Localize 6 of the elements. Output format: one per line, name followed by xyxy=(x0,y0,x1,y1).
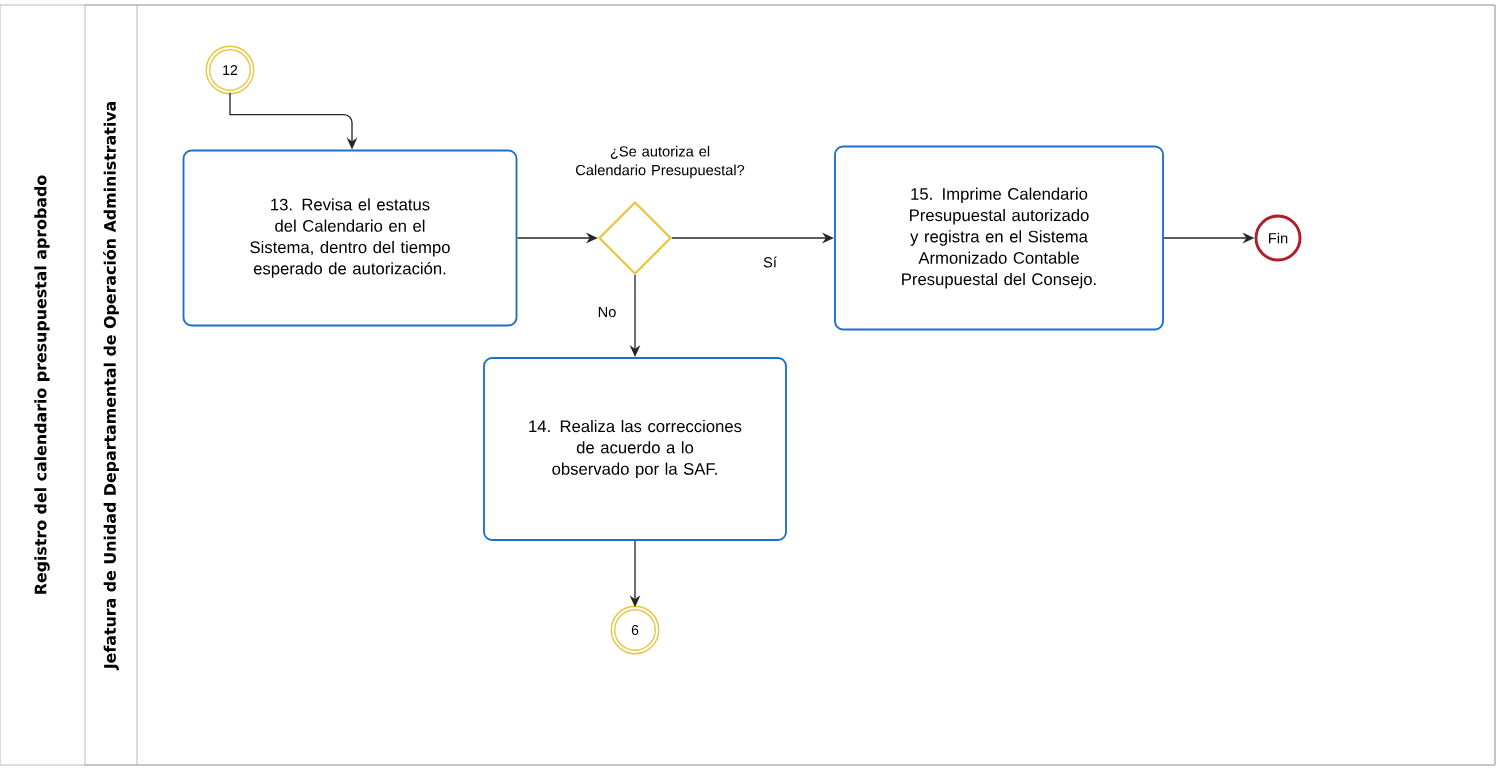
question-text: ¿Se autoriza el Calendario Presupuestal? xyxy=(575,145,745,179)
task-box: 13. Revisa el estatus del Calendario en el Sistema, dentro del tiempo esperado de autorización. xyxy=(182,149,518,327)
task-box: 14. Realiza las correcciones de acuerdo a lo observado por la SAF. xyxy=(483,357,787,541)
edge-label: Sí xyxy=(761,255,779,269)
edge-label: No xyxy=(596,305,618,319)
task-box: 15. Imprime Calendario Presupuestal autorizado y registra en el Sistema Armonizado Contable Presupuestal del Consejo. xyxy=(834,145,1164,331)
